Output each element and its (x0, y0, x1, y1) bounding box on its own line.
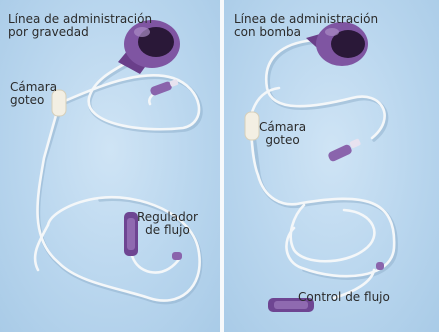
flow-regulator (124, 212, 138, 256)
gravity-line-title: Línea de administración por gravedad (8, 13, 152, 39)
drip-chamber-label-line2: goteo (10, 93, 45, 107)
drip-chamber-label: Cámara goteo (10, 81, 57, 107)
flow-control (268, 298, 314, 312)
funnel-connector (118, 20, 180, 74)
pump-line-panel: Línea de administración con bomba Cámara… (224, 0, 439, 332)
flow-regulator-label-line2: de flujo (145, 223, 190, 237)
flow-control-label: Control de flujo (298, 291, 390, 304)
gravity-line-panel: Línea de administración por gravedad Cám… (0, 0, 220, 332)
pump-mid-connector (328, 138, 361, 162)
flow-regulator-label-line1: Regulador (137, 210, 198, 224)
pump-drip-chamber-label: Cámara goteo (259, 121, 306, 147)
panel-divider (220, 0, 224, 332)
pump-drip-chamber (244, 111, 260, 141)
pump-side-connector (376, 262, 384, 270)
gravity-title-line1: Línea de administración (8, 12, 153, 26)
pump-line-illustration (244, 22, 398, 312)
drip-chamber (51, 89, 67, 117)
pump-title-line2: con bomba (234, 25, 301, 39)
end-connector (172, 252, 182, 260)
pump-line-title: Línea de administración con bomba (234, 13, 378, 39)
pump-drip-chamber-label-line2: goteo (265, 133, 300, 147)
gravity-title-line2: por gravedad (8, 25, 89, 39)
pump-drip-chamber-label-line1: Cámara (259, 120, 307, 134)
flow-control-label-line1: Control de flujo (298, 290, 390, 304)
drip-chamber-label-line1: Cámara (10, 80, 58, 94)
flow-regulator-label: Regulador de flujo (137, 211, 198, 237)
pump-funnel-connector (306, 22, 368, 66)
gravity-line-illustration (33, 20, 203, 305)
side-connector (150, 79, 179, 96)
pump-title-line1: Línea de administración (234, 12, 379, 26)
